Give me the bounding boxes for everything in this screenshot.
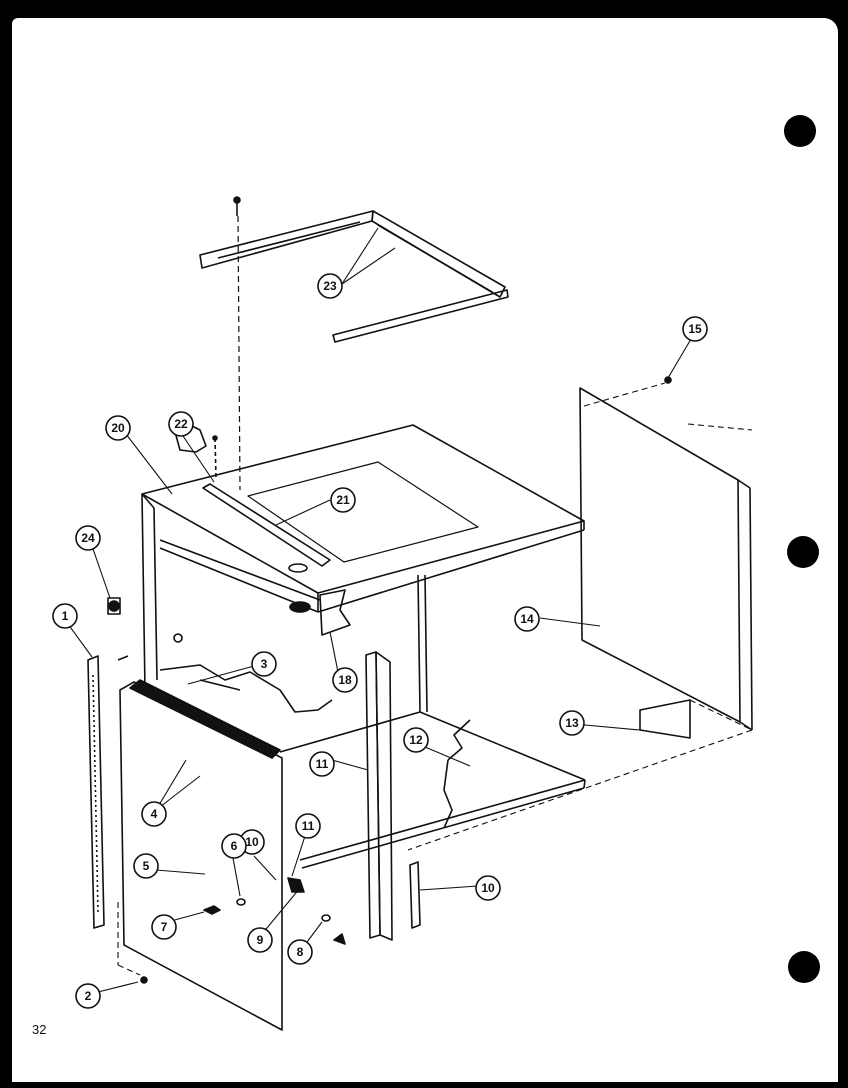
callout-11: 11 xyxy=(295,813,321,839)
binder-hole-bottom xyxy=(788,951,820,983)
part-5-front-door xyxy=(119,423,283,1031)
svg-text:5: 5 xyxy=(143,859,150,873)
callout-18: 18 xyxy=(332,667,358,693)
callout-20: 20 xyxy=(105,415,131,441)
callout-5: 5 xyxy=(133,853,159,879)
callout-1: 1 xyxy=(52,603,78,629)
callout-3: 3 xyxy=(251,651,277,677)
callout-23: 23 xyxy=(317,273,343,299)
callout-24: 24 xyxy=(75,525,101,551)
callout-14: 12 xyxy=(403,727,429,753)
svg-text:1: 1 xyxy=(62,609,69,623)
svg-text:20: 20 xyxy=(111,421,125,435)
part-16-side-panel xyxy=(579,387,753,731)
callout-8: 8 xyxy=(287,939,313,965)
svg-text:14: 14 xyxy=(520,612,534,626)
callout-6: 6 xyxy=(221,833,247,859)
callout-15: 13 xyxy=(559,710,585,736)
svg-text:22: 22 xyxy=(174,417,188,431)
callout-7: 7 xyxy=(151,914,177,940)
part-14-base-panel xyxy=(279,711,586,869)
rear-panel-hole xyxy=(173,633,183,643)
svg-text:24: 24 xyxy=(81,531,95,545)
part-12-bracket xyxy=(409,861,421,929)
svg-text:11: 11 xyxy=(302,819,315,833)
part-18-bracket xyxy=(319,589,351,636)
binder-hole-middle xyxy=(787,536,819,568)
svg-text:11: 11 xyxy=(316,757,329,771)
top-screw xyxy=(233,196,241,216)
part-23-strip xyxy=(332,289,509,343)
callout-13: 11 xyxy=(309,751,335,777)
svg-text:8: 8 xyxy=(297,945,304,959)
callout-22: 22 xyxy=(168,411,194,437)
cabinet-frame xyxy=(141,493,428,713)
callout-9: 9 xyxy=(247,927,273,953)
svg-text:18: 18 xyxy=(338,673,352,687)
svg-text:12: 12 xyxy=(409,733,423,747)
fasteners xyxy=(107,376,672,984)
part-13-post xyxy=(365,651,393,941)
part-23-top-frame xyxy=(199,210,506,298)
callout-17: 15 xyxy=(682,316,708,342)
svg-text:3: 3 xyxy=(261,657,268,671)
part-1-left-strip xyxy=(87,655,105,929)
svg-text:10: 10 xyxy=(481,881,495,895)
svg-text:10: 10 xyxy=(245,835,259,849)
leader-lines xyxy=(67,227,695,993)
svg-text:2: 2 xyxy=(85,989,92,1003)
part-20-top-panel xyxy=(141,424,585,613)
svg-text:6: 6 xyxy=(231,839,238,853)
svg-text:7: 7 xyxy=(161,920,168,934)
assembly-guide-lines xyxy=(117,382,753,976)
svg-text:23: 23 xyxy=(323,279,337,293)
part-3-rear-panel xyxy=(159,664,333,713)
guide-line-screw xyxy=(237,215,241,491)
callout-2: 2 xyxy=(75,983,101,1009)
parts-sheet xyxy=(12,18,838,1082)
binder-hole-top xyxy=(784,115,816,147)
svg-text:21: 21 xyxy=(336,493,350,507)
part-15-filler xyxy=(639,699,691,739)
callout-12: 10 xyxy=(475,875,501,901)
part-21-strip xyxy=(202,483,331,567)
svg-text:15: 15 xyxy=(688,322,702,336)
svg-text:4: 4 xyxy=(151,807,158,821)
svg-text:9: 9 xyxy=(257,933,264,947)
svg-text:13: 13 xyxy=(565,716,579,730)
page-number: 32 xyxy=(32,1022,47,1037)
callout-4: 4 xyxy=(141,801,167,827)
callout-labels: 23 15 22 20 21 24 1 14 3 18 13 11 12 4 1… xyxy=(52,273,708,1009)
callout-21: 21 xyxy=(330,487,356,513)
callout-16: 14 xyxy=(514,606,540,632)
